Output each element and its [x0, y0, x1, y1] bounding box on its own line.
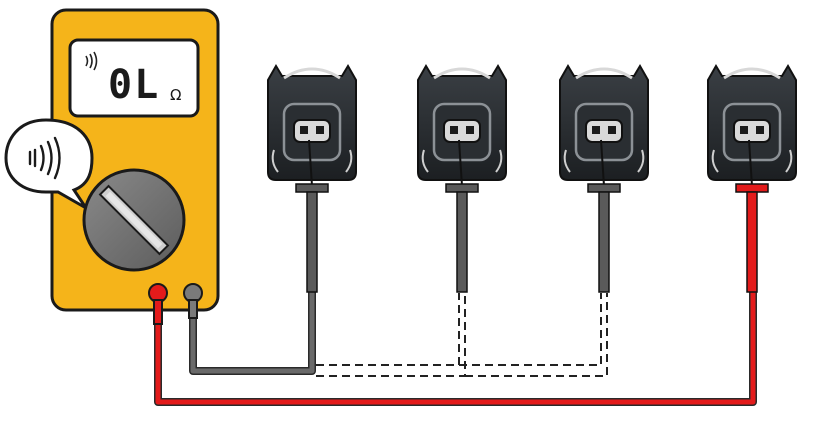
connector-wire [495, 149, 503, 173]
continuity-sound-icon [28, 136, 61, 180]
connector-wire [345, 149, 353, 173]
probe-handle [456, 191, 468, 293]
connector-pin [450, 126, 458, 134]
connector-latch [723, 67, 781, 80]
injector-connector [559, 64, 649, 181]
connector-pin-slot [293, 119, 331, 143]
lcd-unit: Ω [170, 86, 181, 104]
injector-connector [267, 64, 357, 181]
black-probe [295, 139, 329, 293]
connector-wire [563, 149, 571, 173]
probe-tip [748, 139, 753, 187]
black-wire-core [190, 292, 315, 374]
injector-connector [417, 64, 507, 181]
wiring [154, 292, 757, 406]
black-probe [445, 139, 479, 293]
probe-guard [445, 183, 479, 193]
connector-wire [271, 149, 279, 173]
connector-pin [740, 126, 748, 134]
probe-tip [308, 139, 313, 187]
alternate-wire-dashed [316, 293, 608, 377]
red-plug [153, 299, 163, 325]
lcd-screen [76, 46, 192, 110]
continuity-callout [4, 118, 94, 210]
probe-guard [587, 183, 621, 193]
connector-pin-slot [733, 119, 771, 143]
probe-tip [600, 139, 605, 187]
red-wire-core [155, 292, 756, 405]
probe-guard [295, 183, 329, 193]
multimeter: 0L Ω [50, 8, 220, 325]
black-probe [587, 139, 621, 293]
connector-pin [592, 126, 600, 134]
connector-pin [300, 126, 308, 134]
connector-pin-slot [443, 119, 481, 143]
connector-pin [756, 126, 764, 134]
dial-pointer [98, 184, 170, 256]
connector-latch [575, 67, 633, 80]
continuity-small-icon [85, 51, 98, 71]
red-probe [735, 139, 769, 293]
connector-latch [433, 67, 491, 80]
connector-pin-slot [585, 119, 623, 143]
injector-connector [707, 64, 797, 181]
probe-handle [598, 191, 610, 293]
connector-pin [466, 126, 474, 134]
connector-pin [316, 126, 324, 134]
connector-wire [785, 149, 793, 173]
connector-wire [711, 149, 719, 173]
black-plug [188, 299, 198, 319]
probe-handle [746, 191, 758, 293]
connector-row [267, 64, 797, 293]
probe-tip [458, 139, 463, 187]
callout-bubble [4, 118, 94, 210]
lcd-reading: 0L [108, 62, 160, 108]
red-wire [154, 292, 757, 406]
connector-wire [637, 149, 645, 173]
probe-handle [306, 191, 318, 293]
connector-latch [283, 67, 341, 80]
probe-guard [735, 183, 769, 193]
connector-wire [421, 149, 429, 173]
connector-pin [608, 126, 616, 134]
